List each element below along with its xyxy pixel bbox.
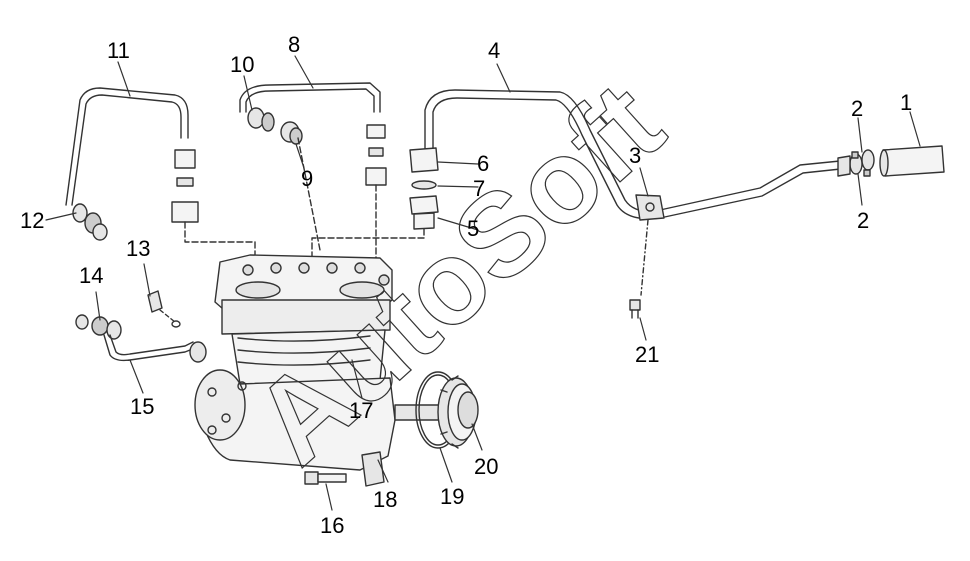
callout-19[interactable]: 19 [440,484,465,509]
part-3-bracket[interactable] [635,194,665,296]
callout-13[interactable]: 13 [126,236,151,261]
part-12-fitting[interactable] [72,203,108,241]
callout-10[interactable]: 10 [230,52,255,77]
callout-12[interactable]: 12 [20,208,45,233]
callout-4[interactable]: 4 [488,38,501,63]
part-5-adapter[interactable] [409,195,439,230]
callout-20[interactable]: 20 [474,454,499,479]
connection-lines [184,137,425,259]
callout-21[interactable]: 21 [635,342,660,367]
callout-16[interactable]: 16 [320,513,345,538]
callout-14[interactable]: 14 [79,263,104,288]
part-2-clamp[interactable] [849,149,875,177]
part-13-valve[interactable] [147,290,181,328]
callout-8[interactable]: 8 [288,32,301,57]
part-1-hose-sleeve[interactable] [879,145,945,177]
callout-11[interactable]: 11 [107,38,130,63]
callout-17[interactable]: 17 [349,398,374,423]
callout-7[interactable]: 7 [473,176,486,201]
part-10-connector[interactable] [247,107,275,132]
part-18-bracket[interactable] [361,451,385,487]
callout-2-bottom[interactable]: 2 [857,208,870,233]
callout-18[interactable]: 18 [373,487,398,512]
part-8-tube[interactable] [239,82,387,186]
part-7-ring[interactable] [411,180,437,190]
part-14-fitting[interactable] [75,314,122,340]
leader-lines [45,55,921,511]
compressor-body[interactable] [194,254,441,471]
part-16-bolt[interactable] [304,471,347,485]
part-11-pipe[interactable] [65,87,199,223]
callout-6[interactable]: 6 [477,151,490,176]
callout-5[interactable]: 5 [467,216,480,241]
callout-15[interactable]: 15 [130,394,155,419]
part-20-gear[interactable] [437,375,479,449]
callout-2-top[interactable]: 2 [851,96,864,121]
part-9-connector[interactable] [280,121,303,145]
part-21-bolt[interactable] [629,299,641,319]
callout-3[interactable]: 3 [629,143,642,168]
part-6-nut[interactable] [409,147,439,173]
callout-9[interactable]: 9 [301,166,314,191]
callout-1[interactable]: 1 [900,90,913,115]
part-15-pipe[interactable] [103,334,207,363]
